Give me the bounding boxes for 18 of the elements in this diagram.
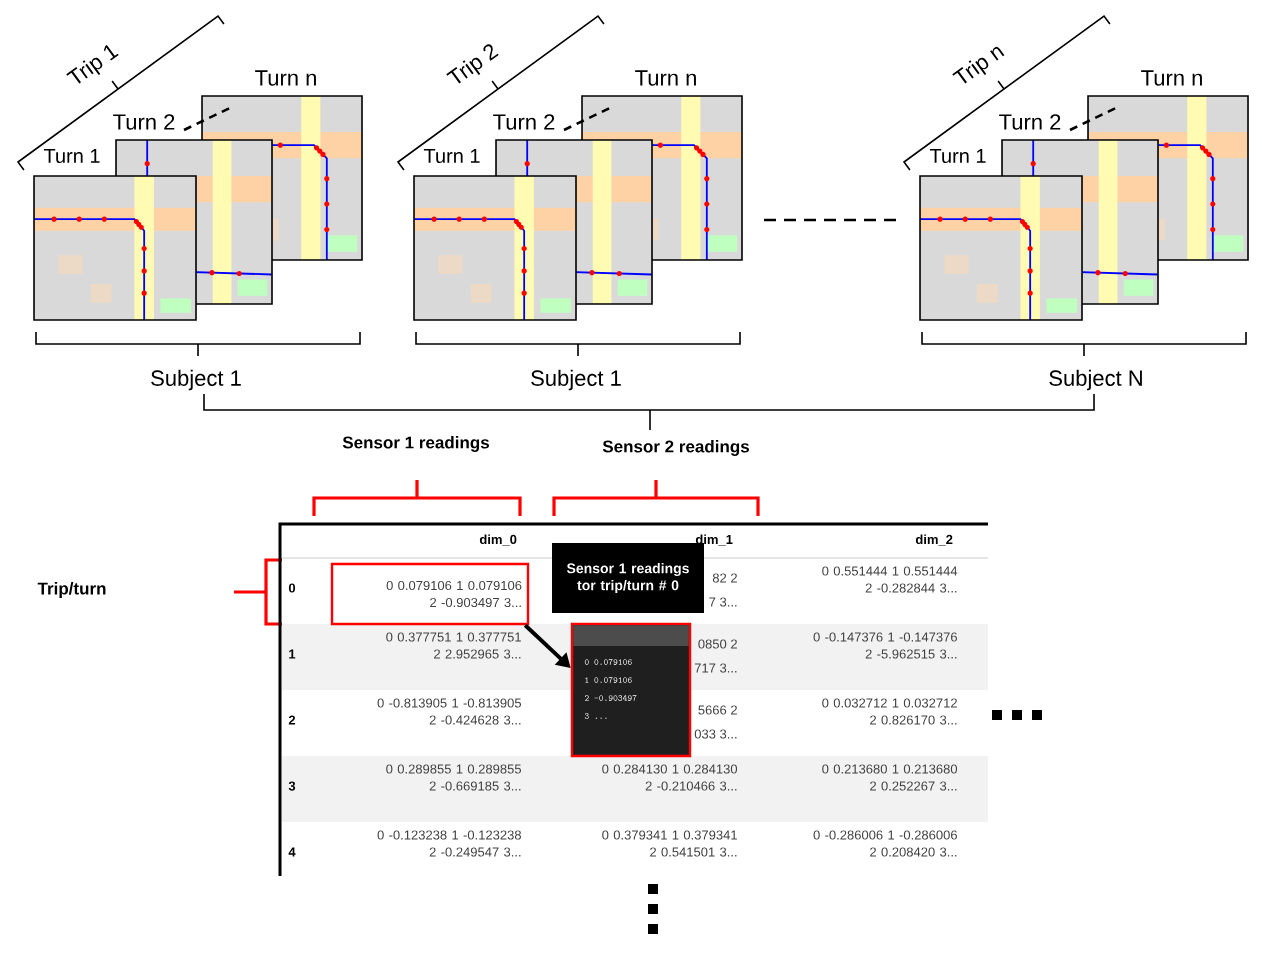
subject-label: Subject 1 bbox=[151, 369, 241, 391]
sensor-label: Sensor 2 readings bbox=[602, 440, 749, 456]
turn-label: Turn 2 bbox=[999, 114, 1061, 130]
trip-label: Trip n bbox=[952, 46, 1005, 84]
turn-label: Turn 2 bbox=[493, 114, 555, 130]
sensor-label: Sensor 1 readings bbox=[342, 436, 489, 452]
turn-label: Turn n bbox=[1141, 70, 1202, 86]
trip-label: Trip 1 bbox=[66, 44, 119, 84]
turn-label: Turn 2 bbox=[113, 114, 175, 130]
turn-label: Turn 1 bbox=[423, 149, 480, 163]
subject-label: Subject N bbox=[1049, 369, 1142, 391]
trip-label: Trip 2 bbox=[446, 44, 499, 84]
row-label: Trip/turn bbox=[37, 582, 106, 598]
turn-label: Turn n bbox=[635, 70, 696, 86]
turn-label: Turn 1 bbox=[43, 149, 100, 163]
turn-label: Turn n bbox=[255, 70, 316, 86]
subject-label: Subject 1 bbox=[531, 369, 621, 391]
turn-label: Turn 1 bbox=[929, 149, 986, 163]
